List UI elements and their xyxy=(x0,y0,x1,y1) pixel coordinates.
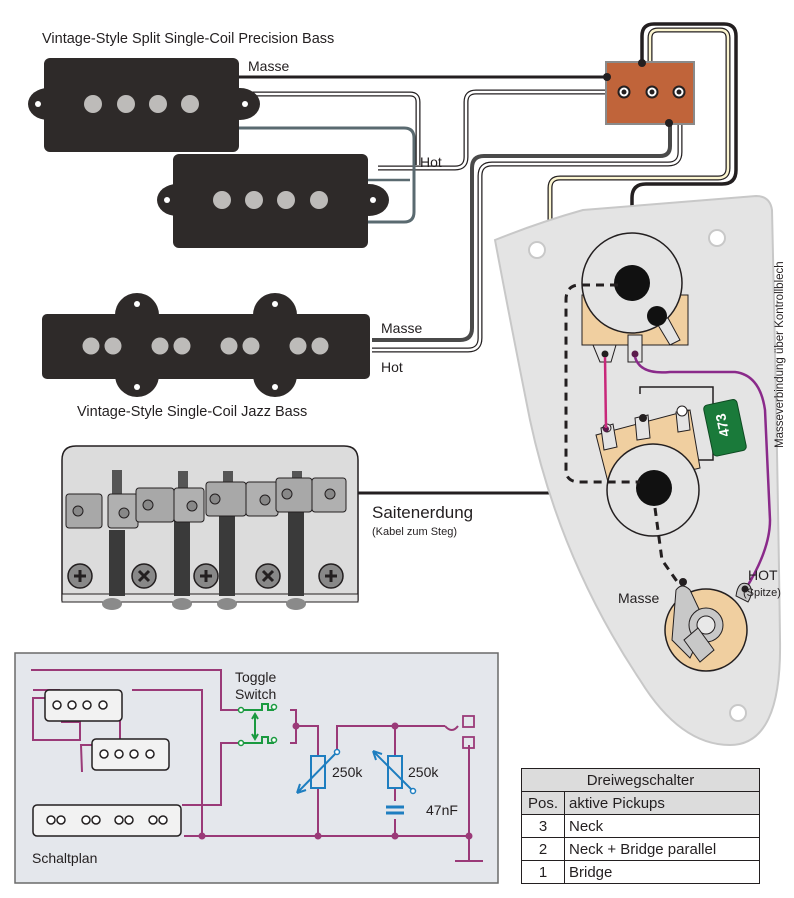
table-row: 3 Neck xyxy=(521,814,760,838)
toggle-switch xyxy=(603,59,695,127)
table-row: 2 Neck + Bridge parallel xyxy=(521,837,760,861)
table-row: 1 Bridge xyxy=(521,860,760,884)
table-header-pos: Pos. xyxy=(521,791,565,815)
jack-spitze-label: (Spitze) xyxy=(743,587,781,599)
schaltplan-caption: Schaltplan xyxy=(32,850,97,866)
wire-volume-to-tone xyxy=(603,356,608,429)
output-jack xyxy=(664,578,752,672)
table-cell-pos: 3 xyxy=(521,814,565,838)
masseverbindung-label: Masseverbindung über Kontrollblech xyxy=(774,261,786,448)
p-bass-pickup-upper xyxy=(28,58,260,152)
jazz-pickup-title: Vintage-Style Single-Coil Jazz Bass xyxy=(77,404,307,420)
saitenerdung-label: Saitenerdung xyxy=(372,503,473,522)
wire-volume-to-jack xyxy=(633,356,772,591)
table-cell-active: Neck xyxy=(564,814,760,838)
kabel-zum-steg-label: (Kabel zum Steg) xyxy=(372,526,457,538)
capacitor-473: 473 xyxy=(703,399,747,457)
table-cell-pos: 1 xyxy=(521,860,565,884)
tone-pot-label: 250k xyxy=(408,764,439,780)
table-cell-active: Bridge xyxy=(564,860,760,884)
precision-pickup-title: Vintage-Style Split Single-Coil Precisio… xyxy=(42,31,334,47)
wire-j-masse xyxy=(372,122,672,342)
wire-switch-ground xyxy=(630,22,738,282)
volume-pot-label: 250k xyxy=(332,764,363,780)
jack-masse-label: Masse xyxy=(618,590,659,606)
bass-bridge xyxy=(61,445,359,610)
jack-hot-label: HOT xyxy=(748,567,778,583)
wire-ground-dashed xyxy=(564,283,685,591)
toggle-switch-label-2: Switch xyxy=(235,686,276,702)
capacitor-label: 47nF xyxy=(426,802,458,818)
table-title: Dreiwegschalter xyxy=(521,768,760,792)
wire-p-coil-link xyxy=(238,126,416,224)
p-hot-label: Hot xyxy=(420,154,442,170)
volume-pot xyxy=(581,232,689,363)
j-masse-label: Masse xyxy=(381,320,422,336)
table-cell-pos: 2 xyxy=(521,837,565,861)
switch-position-table: Dreiwegschalter Pos. aktive Pickups 3 Ne… xyxy=(521,768,760,884)
table-cell-active: Neck + Bridge parallel xyxy=(564,837,760,861)
p-bass-pickup-lower xyxy=(157,154,389,248)
p-masse-label: Masse xyxy=(248,58,289,74)
table-header-active: aktive Pickups xyxy=(564,791,760,815)
j-hot-label: Hot xyxy=(381,359,403,375)
schematic: Toggle Switch 250k 250k 47nF Schaltplan xyxy=(14,652,499,884)
toggle-switch-label-1: Toggle xyxy=(235,669,276,685)
capacitor-value: 473 xyxy=(712,412,733,438)
tone-pot xyxy=(595,386,714,537)
jazz-bass-pickup xyxy=(42,293,370,397)
